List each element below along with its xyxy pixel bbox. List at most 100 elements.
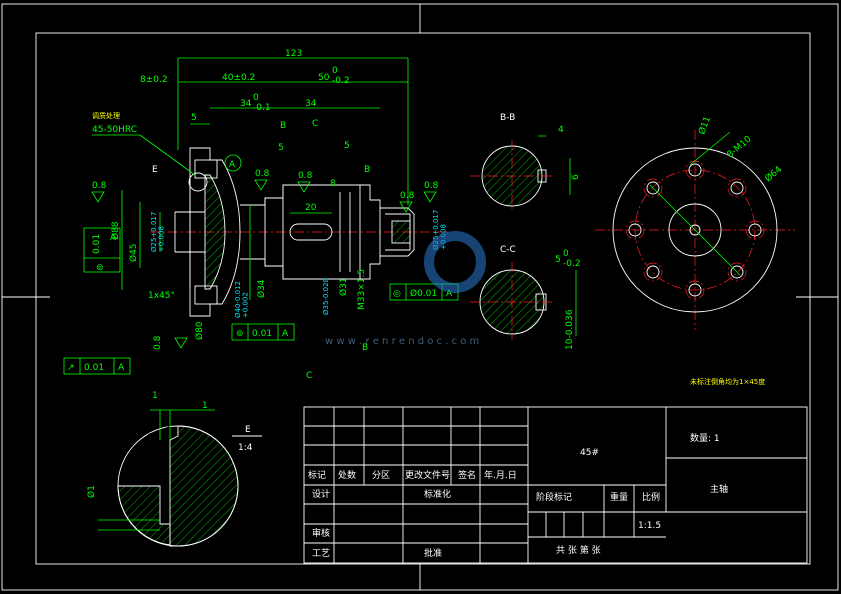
dim-5c: 5 [344,141,350,151]
part-name-label: 主轴 [710,483,728,495]
dim-dia-34: Ø34 [256,279,267,298]
svg-text:标记: 标记 [308,469,326,481]
dim-34a-tol: 0-0.1 [253,93,271,113]
dim-50: 50 [318,73,330,83]
detail-e-dia: Ø1 [86,485,97,498]
svg-text:更改文件号: 更改文件号 [405,469,450,481]
svg-text:A: A [118,363,125,373]
section-cc-width: 5 [555,255,561,265]
svg-text:分区: 分区 [372,470,390,481]
svg-text:处数: 处数 [338,469,356,481]
svg-text:w w w . r e n r e n d o c . c: w w w . r e n r e n d o c . c o m [325,336,479,347]
flange-dia-64: Ø64 [763,164,784,185]
svg-text:0.8: 0.8 [298,171,313,181]
general-note: 未标注倒角均为1×45度 [690,377,765,386]
detail-e: E 1:4 1 1 Ø1 [86,391,262,547]
section-cc-depth: 10-0.036 [565,309,575,350]
svg-text:⊚: ⊚ [96,263,104,273]
dim-34b: 34 [305,99,317,109]
heat-treat-label: 调质处理 [92,111,120,120]
svg-text:签名: 签名 [458,469,476,481]
svg-text:0.01: 0.01 [252,329,272,339]
dim-thread: M33×1.5 [357,269,367,310]
section-bb-width: 4 [558,125,564,135]
section-c-top: C [312,119,318,129]
title-block: 标记 处数 分区 更改文件号 签名 年.月.日 设计 标准化 审核 工艺 批准 … [303,406,808,564]
svg-text:0.8: 0.8 [255,169,270,179]
flange-end-view: 8-M10 Ø11 Ø64 [595,115,795,330]
svg-text:A: A [282,329,289,339]
svg-text:标准化: 标准化 [424,488,451,500]
svg-text:↗: ↗ [67,363,75,373]
dim-total-length: 123 [285,49,302,59]
svg-text:0.8: 0.8 [400,191,415,201]
section-bb-depth: 6 [571,174,581,180]
section-c-bottom: C [306,371,312,381]
svg-text:年.月.日: 年.月.日 [484,469,517,481]
svg-text:审核: 审核 [312,527,330,539]
tolerance-frame-4: ↗ 0.01 A [63,357,131,375]
svg-text:批准: 批准 [424,547,442,559]
section-b-top: B [280,121,286,131]
dim-dia-40: Ø40-0.012+0.002 [234,281,250,318]
svg-text:Ø0.01: Ø0.01 [410,288,437,299]
svg-text:A: A [110,233,117,243]
scale-value: 1:1.5 [638,521,661,531]
sheet-frame [1,3,839,591]
svg-text:0.8: 0.8 [424,181,439,191]
tolerance-frame-2: ⊚ 0.01 A [231,323,295,341]
dim-dia-25a: Ø25+0.017+0.008 [150,212,166,252]
svg-text:0.01: 0.01 [92,234,102,254]
svg-text:比例: 比例 [642,491,660,503]
main-view-dimensions: 123 8±0.2 40±0.2 50 0-0.2 34 0-0.1 34 5 … [91,49,448,381]
dim-dia-45: Ø45 [128,243,139,262]
section-cc-width-tol: 0-0.2 [563,249,581,269]
dim-dia-35: Ø35-0.028 [322,278,330,315]
material-label: 45# [580,448,599,458]
svg-text:◎: ◎ [393,289,401,299]
bolt-holes [625,160,765,300]
detail-e-d1: 1 [152,391,158,401]
tolerance-frame-1: ⊚ 0.01 A [83,227,121,273]
datum-a: A [229,160,236,170]
quantity-label: 数量: 1 [690,432,720,444]
label-e: E [152,165,158,175]
section-bb-title: B-B [500,113,515,123]
section-cc-title: C-C [500,245,516,255]
svg-text:0.01: 0.01 [84,363,104,373]
dim-40: 40±0.2 [222,73,255,83]
dim-34a: 34 [240,99,252,109]
detail-e-scale: 1:4 [238,443,253,453]
flange-holes-label: 8-M10 [726,134,754,160]
detail-e-d2: 1 [202,401,208,411]
watermark: w w w . r e n r e n d o c . c o m [325,231,486,347]
dim-chamfer: 1x45° [148,291,175,301]
svg-text:工艺: 工艺 [312,548,330,559]
section-bb: B-B 4 6 [470,113,581,212]
dim-5b: 5 [278,143,284,153]
dim-5a: 5 [191,113,197,123]
detail-e-title: E [245,425,251,435]
roughness-symbols: 0.8 0.8 0.8 0.8 0.8 0.8 [91,169,439,350]
section-b-right: B [364,165,370,175]
dim-20: 20 [305,203,317,213]
svg-text:⊚: ⊚ [236,329,244,339]
svg-text:0.8: 0.8 [92,181,107,191]
dim-50-tol: 0-0.2 [332,66,350,86]
dim-dia-88: Ø88 [110,221,121,240]
dim-8: 8±0.2 [140,75,168,85]
svg-text:设计: 设计 [312,488,330,500]
svg-text:0.8: 0.8 [153,335,163,350]
svg-text:重量: 重量 [610,491,628,503]
svg-text:A: A [446,289,453,299]
svg-text:阶段标记: 阶段标记 [536,491,572,503]
section-b-bottom: B [362,343,368,353]
main-view-shaft [150,147,450,317]
dim-8b: 8 [330,179,336,189]
section-cc: C-C 5 0-0.2 10-0.036 [470,245,581,350]
dim-dia-31: Ø31 [338,277,349,296]
hardness-label: 45-50HRC [92,125,137,135]
flange-dia-11: Ø11 [696,115,713,136]
svg-text:共 张 第 张: 共 张 第 张 [556,544,601,556]
